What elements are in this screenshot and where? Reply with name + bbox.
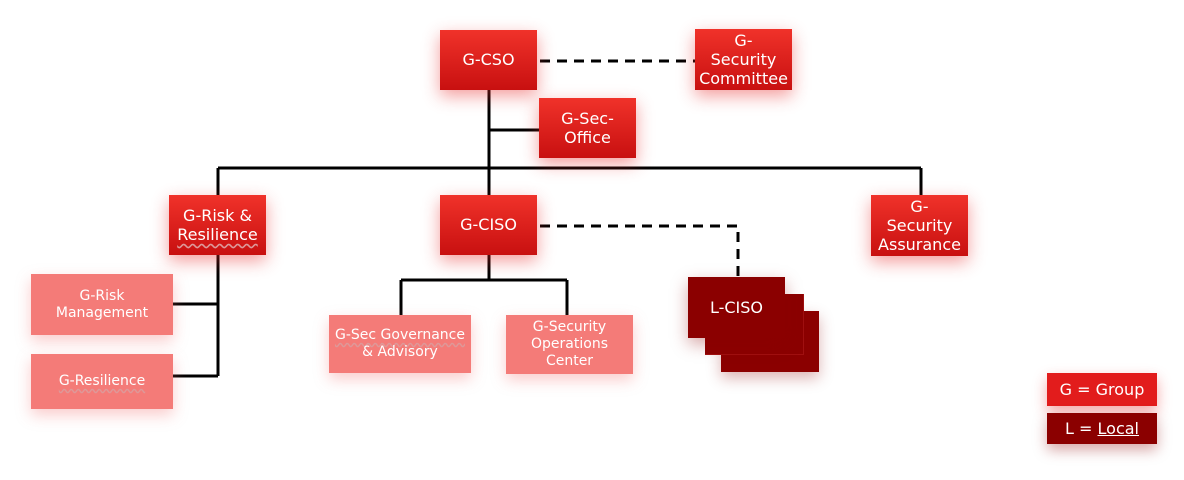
node-label: G-Resilience xyxy=(58,373,146,390)
node-label: G-CISO xyxy=(460,215,517,235)
node-g-cso: G-CSO xyxy=(440,30,537,90)
node-label-line: Office xyxy=(564,128,611,147)
node-label-line: G-Risk xyxy=(79,287,125,304)
node-label-line: Operations xyxy=(531,336,608,353)
node-g-risk-resilience: G-Risk & Resilience xyxy=(169,195,266,255)
node-label-line: Security xyxy=(710,49,777,69)
node-label: G-CSO xyxy=(462,50,515,70)
legend-group: G = Group xyxy=(1047,373,1157,406)
node-g-security-operations-center: G-Security Operations Center xyxy=(506,315,633,374)
legend-local-prefix: L = xyxy=(1065,419,1098,438)
node-g-sec-office: G-Sec- Office xyxy=(539,98,636,158)
node-label-line: Committee xyxy=(699,69,788,89)
node-label-line: G-Risk & xyxy=(183,205,252,225)
node-l-ciso: L-CISO xyxy=(688,277,785,338)
legend-group-label: G = Group xyxy=(1059,380,1145,399)
node-label-line: Assurance xyxy=(878,235,961,255)
node-label-line: & Advisory xyxy=(362,344,438,360)
node-label: L-CISO xyxy=(709,297,764,317)
node-g-security-assurance: G- Security Assurance xyxy=(871,195,968,256)
node-label-line: G-Sec- xyxy=(561,108,614,128)
node-g-sec-governance-advisory: G-Sec Governance & Advisory xyxy=(329,315,471,373)
node-label-line: Center xyxy=(545,352,594,369)
node-label-line: G- xyxy=(910,196,929,216)
node-g-security-committee: G- Security Committee xyxy=(695,29,792,90)
node-label-line: G-Security xyxy=(532,319,607,336)
legend-local: L = Local xyxy=(1047,413,1157,444)
legend-local-word: Local xyxy=(1097,419,1139,438)
node-label-line: G- xyxy=(734,30,753,50)
node-label-line: Security xyxy=(886,215,953,235)
node-g-resilience: G-Resilience xyxy=(31,354,173,409)
node-label-line: Management xyxy=(55,304,149,321)
node-label-line: G-Sec Governance xyxy=(334,327,465,344)
node-g-risk-management: G-Risk Management xyxy=(31,274,173,335)
node-g-ciso: G-CISO xyxy=(440,195,537,255)
node-label-line: Resilience xyxy=(177,225,258,244)
